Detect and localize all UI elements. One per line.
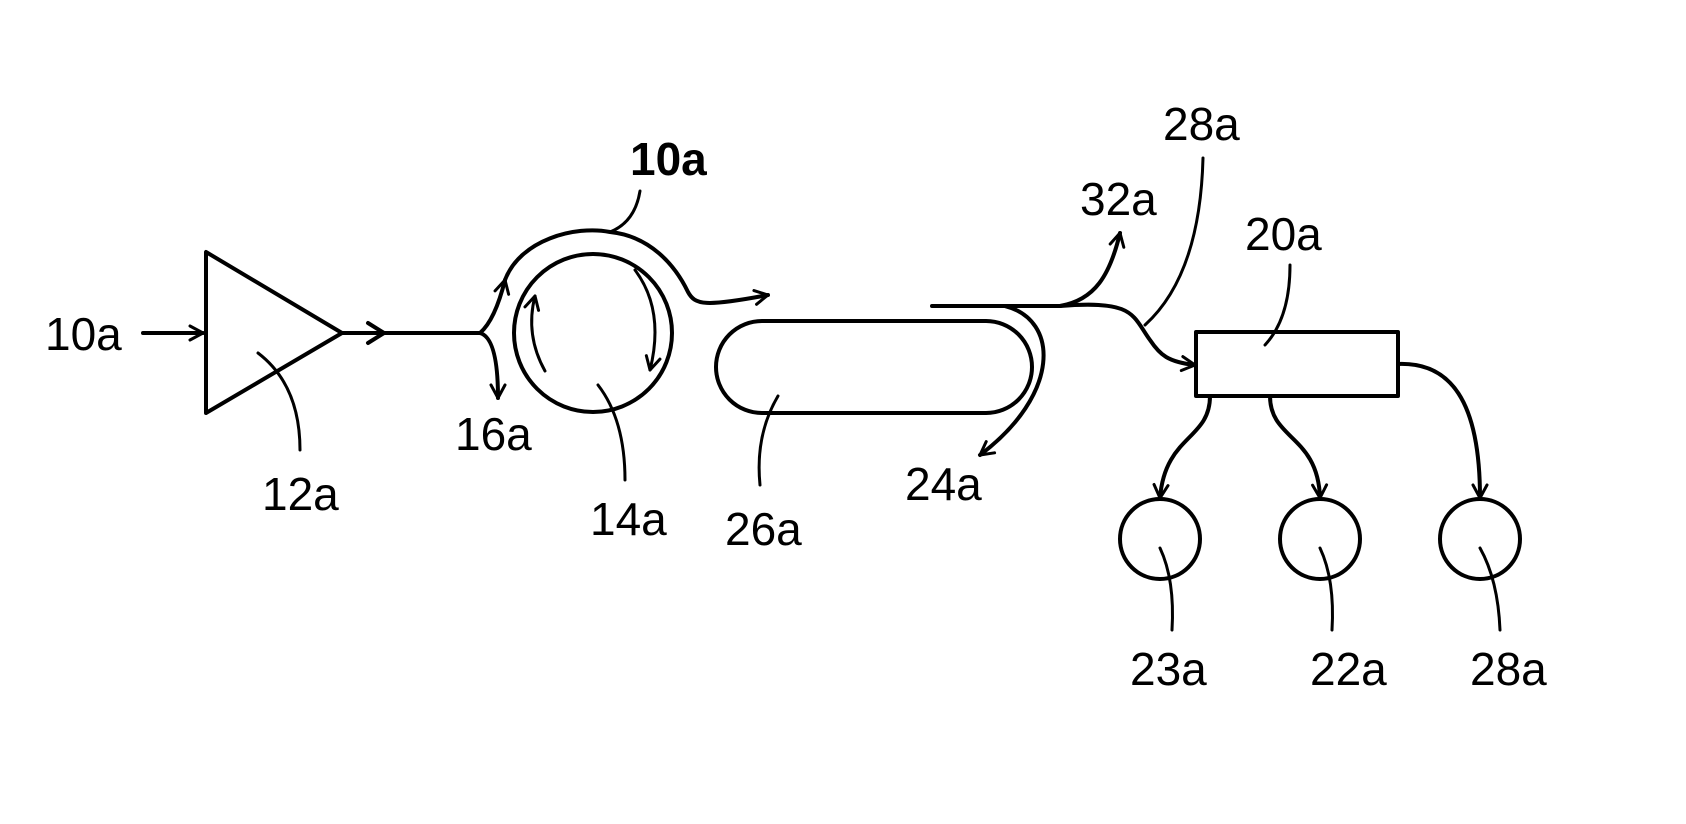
label-amplifier: 12a <box>262 468 339 520</box>
label-detector-2: 22a <box>1310 643 1387 695</box>
output-arrow-1 <box>1160 396 1210 498</box>
label-detector-3: 28a <box>1470 643 1547 695</box>
label-tap: 16a <box>455 408 532 460</box>
detector-circle-1 <box>1120 499 1200 579</box>
label-circulator: 14a <box>590 493 667 545</box>
detector-circle-3 <box>1440 499 1520 579</box>
rotation-arrow-right <box>635 270 655 370</box>
label-input: 10a <box>45 308 122 360</box>
label-fiber-out: 28a <box>1163 98 1240 150</box>
leader-fiber-loop <box>759 396 778 485</box>
detector-circle-2 <box>1280 499 1360 579</box>
circulator-circle <box>514 254 672 412</box>
label-circulator-loop: 10a <box>630 133 707 185</box>
leader-circulator <box>598 385 625 480</box>
label-detector-1: 23a <box>1130 643 1207 695</box>
fiber-loop <box>716 321 1032 413</box>
leader-detector-3 <box>1480 548 1500 630</box>
label-fiber-loop: 26a <box>725 503 802 555</box>
label-return: 24a <box>905 458 982 510</box>
ring-entry-arrow <box>480 280 505 333</box>
output-arrow-3 <box>1398 364 1480 498</box>
leader-circle-label <box>610 191 640 232</box>
leader-detector-2 <box>1320 548 1333 630</box>
tap-arrow-down <box>480 333 498 398</box>
label-box: 20a <box>1245 208 1322 260</box>
branch-arrow <box>1060 233 1120 306</box>
label-branch: 32a <box>1080 173 1157 225</box>
splitter-box <box>1196 332 1398 396</box>
rotation-arrow-left <box>532 296 545 371</box>
output-arrow-2 <box>1270 396 1320 498</box>
leader-detector-1 <box>1160 548 1173 630</box>
amplifier-triangle <box>206 252 342 413</box>
leader-amplifier <box>258 353 300 450</box>
